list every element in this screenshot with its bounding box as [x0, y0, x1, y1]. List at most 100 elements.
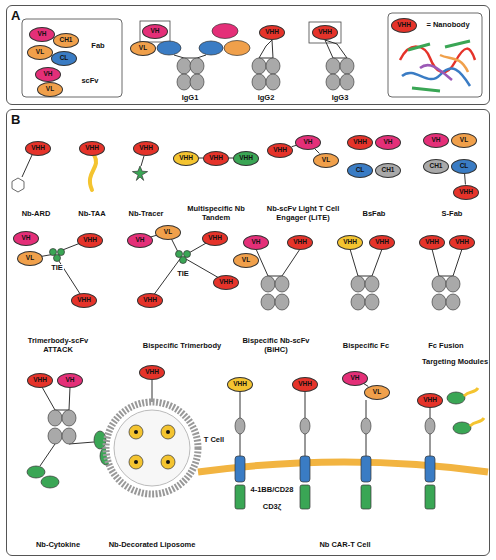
construct-label: Multispecific Nb Tandem	[180, 205, 252, 222]
car-receptors	[361, 418, 371, 434]
domain-ellipse: CH1	[53, 33, 79, 48]
domain-ellipse: VL	[37, 82, 63, 97]
construct-label: CD3ζ	[262, 503, 282, 512]
domain-ellipse: VH	[375, 135, 401, 150]
bihc-fc	[275, 294, 289, 310]
domain-ellipse: VHH	[287, 235, 313, 250]
domain-ellipse: VHH	[213, 275, 239, 290]
igg1-antibody	[212, 24, 238, 39]
domain-ellipse: VH	[295, 135, 321, 150]
construct-label: Fab	[90, 42, 105, 51]
car-receptors	[361, 485, 371, 509]
domain-label: VHH	[85, 145, 99, 152]
domain-ellipse: VL	[155, 225, 181, 240]
domain-label: VH	[431, 137, 440, 144]
fc-fusion	[432, 249, 462, 276]
domain-ellipse: VH	[142, 24, 168, 39]
domain-label: VHH	[397, 22, 411, 29]
liposome	[129, 455, 143, 469]
domain-ellipse: VH	[57, 373, 83, 388]
bispecific-fc	[365, 276, 379, 292]
construct-label: Trimerbody-scFv ATTACK	[12, 337, 104, 354]
panel-frame: AVHCH1VLCLVHVLVHVLVHHVHHVHH	[6, 5, 490, 105]
bihc-fc	[275, 276, 289, 292]
igg3-antibody	[309, 22, 354, 90]
domain-label: VHH	[233, 381, 247, 388]
liposome	[166, 430, 170, 434]
domain-label: VH	[251, 239, 260, 246]
domain-ellipse: VHH	[391, 18, 417, 33]
fc-fusion	[432, 294, 446, 310]
construct-label: Nb-Decorated Liposome	[108, 541, 197, 550]
domain-label: VHH	[83, 237, 97, 244]
domain-label: VHH	[31, 145, 45, 152]
domain-ellipse: VHH	[369, 235, 395, 250]
construct-label: Nb-Tracer	[127, 210, 164, 219]
domain-label: VHH	[455, 239, 469, 246]
bispecific-fc	[351, 294, 365, 310]
car-receptors	[235, 392, 435, 509]
bihc-fc	[256, 249, 300, 276]
construct-label: TIE	[50, 264, 64, 273]
nb-cytokine	[62, 428, 76, 444]
liposome	[161, 425, 175, 439]
car-receptors	[235, 418, 245, 434]
domain-ellipse: VH	[13, 231, 39, 246]
domain-ellipse: VHH	[203, 151, 229, 166]
domain-label: VHH	[77, 297, 91, 304]
liposome	[166, 460, 170, 464]
igg1-antibody	[224, 41, 250, 56]
igg1-antibody	[174, 55, 206, 58]
fc-fusion	[446, 294, 460, 310]
domain-ellipse: VL	[17, 251, 43, 266]
bihc-fc	[261, 294, 275, 310]
construct-label: IgG1	[181, 94, 200, 103]
domain-label: VHH	[318, 29, 332, 36]
domain-ellipse: VHH	[227, 377, 253, 392]
domain-ellipse: VL	[364, 385, 390, 400]
nanobody-structure	[420, 65, 452, 80]
nb-cytokine	[27, 466, 45, 478]
taa-tail	[90, 155, 96, 190]
domain-label: VH	[350, 375, 359, 382]
domain-ellipse: VH	[423, 133, 449, 148]
domain-label: VL	[139, 45, 147, 52]
tracer-star	[132, 156, 147, 180]
car-receptors	[235, 485, 245, 509]
domain-label: CH1	[381, 167, 394, 174]
bispecific-trimerbody	[180, 257, 187, 264]
construct-label: TIE	[176, 270, 190, 279]
domain-label: VHH	[145, 369, 159, 376]
construct-label: Fc Fusion	[427, 342, 464, 351]
igg2-antibody	[259, 40, 273, 58]
liposome	[134, 430, 138, 434]
construct-label: 4-1BB/CD28	[250, 486, 295, 495]
construct-label: Nb-scFv Light T Cell Engager (LiTE)	[261, 205, 345, 222]
nanobody-structure	[388, 13, 482, 97]
targeting-modules	[447, 388, 484, 434]
tracer-star	[141, 156, 144, 166]
liposome	[129, 425, 143, 439]
panel-letter: B	[11, 112, 20, 127]
domain-label: VL	[46, 86, 54, 93]
trimerbody-attack	[54, 255, 61, 262]
liposome	[106, 380, 198, 494]
domain-label: CH1	[59, 37, 72, 44]
domain-ellipse: VL	[313, 153, 339, 168]
bispecific-trimerbody	[176, 251, 183, 258]
nb-cytokine	[41, 476, 59, 488]
linker-line	[464, 173, 466, 184]
igg1-antibody	[140, 21, 170, 42]
domain-ellipse: CH1	[375, 163, 401, 178]
domain-ellipse: VHH	[453, 185, 479, 200]
domain-ellipse: VHH	[233, 151, 259, 166]
domain-ellipse: VHH	[292, 377, 318, 392]
domain-label: VHH	[239, 155, 253, 162]
domain-label: VHH	[139, 145, 153, 152]
domain-ellipse: CH1	[423, 159, 449, 174]
domain-label: VL	[164, 229, 172, 236]
igg1-antibody	[140, 21, 250, 90]
domain-label: VHH	[143, 297, 157, 304]
construct-label: IgG2	[257, 94, 276, 103]
